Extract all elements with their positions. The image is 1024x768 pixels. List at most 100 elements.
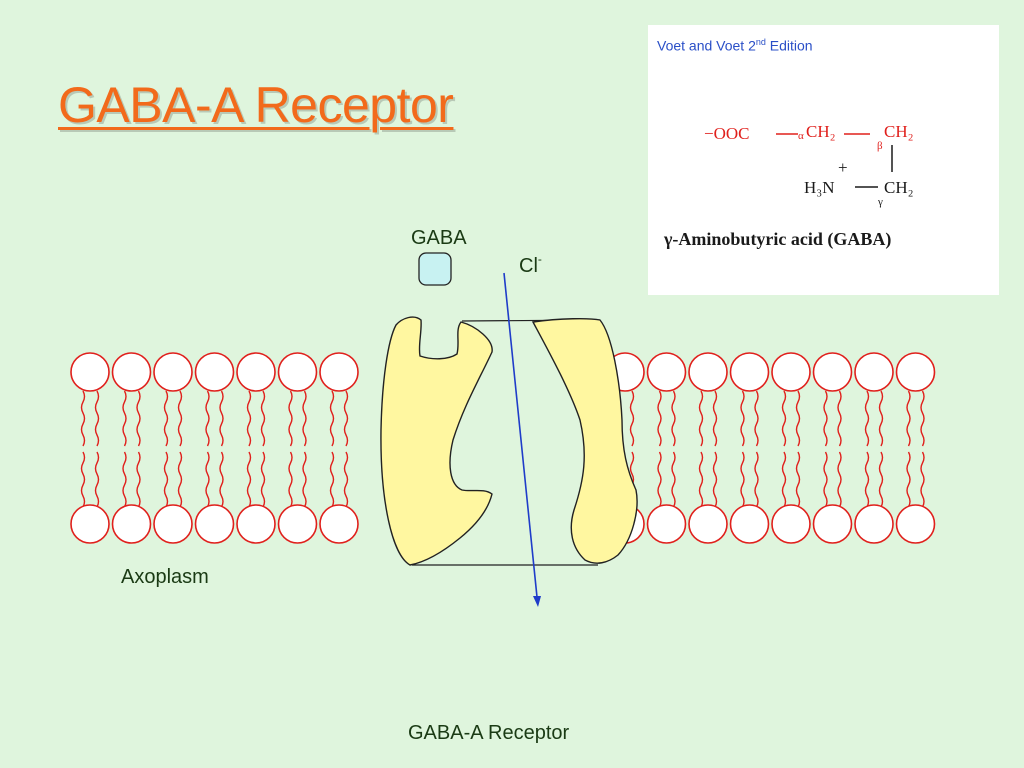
lipid-tail bbox=[920, 451, 925, 508]
chloride-symbol: Cl bbox=[519, 255, 538, 277]
lipid-head bbox=[771, 352, 811, 392]
lipid-head bbox=[277, 504, 318, 544]
lipid-tail bbox=[80, 390, 86, 447]
chloride-arrowhead bbox=[533, 596, 541, 607]
lipid-head bbox=[319, 352, 359, 392]
lipid-tail bbox=[864, 390, 870, 447]
lipid-bilayer bbox=[70, 352, 936, 544]
ch2-alpha: CH₂ bbox=[806, 122, 836, 141]
carboxylate-group: −OOC bbox=[704, 124, 749, 143]
plus-charge: + bbox=[838, 158, 848, 177]
gaba-structure-formula: −OOC α CH₂ β CH₂ + H₃N γ CH₂ γ-Aminobuty… bbox=[663, 122, 914, 250]
lipid-tail bbox=[177, 390, 183, 447]
axoplasm-label: Axoplasm bbox=[121, 566, 209, 588]
lipid-tail bbox=[246, 451, 252, 508]
lipid-tail bbox=[205, 451, 210, 508]
alpha-label: α bbox=[798, 130, 804, 142]
lipid-head bbox=[854, 504, 894, 544]
receptor-right-subunit bbox=[531, 317, 638, 564]
beta-label: β bbox=[877, 140, 883, 152]
lipid-tail bbox=[906, 451, 911, 508]
lipid-tail bbox=[94, 451, 100, 508]
amine-group: H₃N bbox=[804, 178, 834, 197]
lipid-head bbox=[111, 352, 152, 392]
lipid-tail bbox=[163, 451, 169, 508]
lipid-head bbox=[688, 352, 728, 392]
chloride-charge: - bbox=[538, 252, 542, 266]
lipid-tail bbox=[671, 390, 676, 447]
lipid-tail bbox=[260, 451, 266, 508]
credit-suffix: Edition bbox=[765, 37, 813, 54]
lipid-tail bbox=[122, 451, 127, 508]
lipid-head bbox=[277, 352, 318, 392]
lipid-tail bbox=[288, 390, 293, 447]
lipid-tail bbox=[712, 390, 718, 447]
lipid-head bbox=[236, 352, 276, 392]
credit-sup: nd bbox=[755, 37, 766, 47]
lipid-tail bbox=[329, 390, 335, 447]
lipid-tail bbox=[671, 451, 676, 508]
gaba-ligand bbox=[418, 252, 452, 286]
lipid-head bbox=[70, 504, 110, 544]
lipid-tail bbox=[94, 390, 100, 447]
chloride-flow-arrow bbox=[503, 272, 538, 598]
lipid-tail bbox=[163, 390, 169, 447]
lipid-tail bbox=[657, 451, 662, 508]
lipid-tail bbox=[136, 390, 141, 447]
lipid-tail bbox=[795, 390, 801, 447]
lipid-tail bbox=[246, 390, 252, 447]
lipid-head bbox=[194, 352, 235, 392]
page-title: GABA-A Receptor bbox=[58, 77, 454, 133]
lipid-tail bbox=[837, 390, 842, 447]
lipid-tail bbox=[629, 390, 635, 447]
lipid-head bbox=[153, 352, 193, 392]
lipid-tail bbox=[837, 451, 842, 508]
lipid-head bbox=[153, 504, 193, 544]
lipid-tail bbox=[823, 451, 828, 508]
lipid-head bbox=[688, 504, 728, 544]
lipid-tail bbox=[219, 390, 224, 447]
credit-prefix: Voet and Voet 2 bbox=[657, 37, 756, 54]
lipid-tail bbox=[754, 451, 759, 508]
lipid-tail bbox=[80, 451, 86, 508]
lipid-head bbox=[729, 504, 770, 544]
lipid-head bbox=[895, 352, 936, 392]
lipid-tail bbox=[740, 390, 745, 447]
lipid-head bbox=[111, 504, 152, 544]
lipid-tail bbox=[712, 451, 718, 508]
lipid-tail bbox=[136, 451, 141, 508]
source-credit: Voet and Voet 2nd Edition bbox=[657, 37, 813, 54]
lipid-head bbox=[646, 352, 687, 392]
lipid-tail bbox=[302, 451, 307, 508]
lipid-tail bbox=[781, 451, 787, 508]
gamma-label: γ bbox=[877, 196, 883, 208]
lipid-tail bbox=[740, 451, 745, 508]
lipid-tail bbox=[343, 451, 349, 508]
lipid-head bbox=[729, 352, 770, 392]
receptor-left-subunit bbox=[380, 316, 493, 566]
lipid-tail bbox=[122, 390, 127, 447]
ch2-gamma: CH₂ bbox=[884, 178, 914, 197]
lipid-head bbox=[812, 504, 853, 544]
lipid-tail bbox=[260, 390, 266, 447]
lipid-tail bbox=[343, 390, 349, 447]
lipid-tail bbox=[906, 390, 911, 447]
lipid-head bbox=[854, 352, 894, 392]
lipid-head bbox=[70, 352, 110, 392]
lipid-tail bbox=[177, 451, 183, 508]
lipid-tail bbox=[878, 390, 884, 447]
lipid-head bbox=[194, 504, 235, 544]
lipid-tail bbox=[698, 390, 704, 447]
lipid-tail bbox=[878, 451, 884, 508]
lipid-tail bbox=[219, 451, 224, 508]
lipid-head bbox=[812, 352, 853, 392]
ch2-beta: CH₂ bbox=[884, 122, 914, 141]
lipid-tail bbox=[864, 451, 870, 508]
lipid-tail bbox=[920, 390, 925, 447]
lipid-head bbox=[646, 504, 687, 544]
lipid-head bbox=[771, 504, 811, 544]
lipid-tail bbox=[795, 451, 801, 508]
lipid-tail bbox=[205, 390, 210, 447]
lipid-tail bbox=[657, 390, 662, 447]
lipid-head bbox=[895, 504, 936, 544]
